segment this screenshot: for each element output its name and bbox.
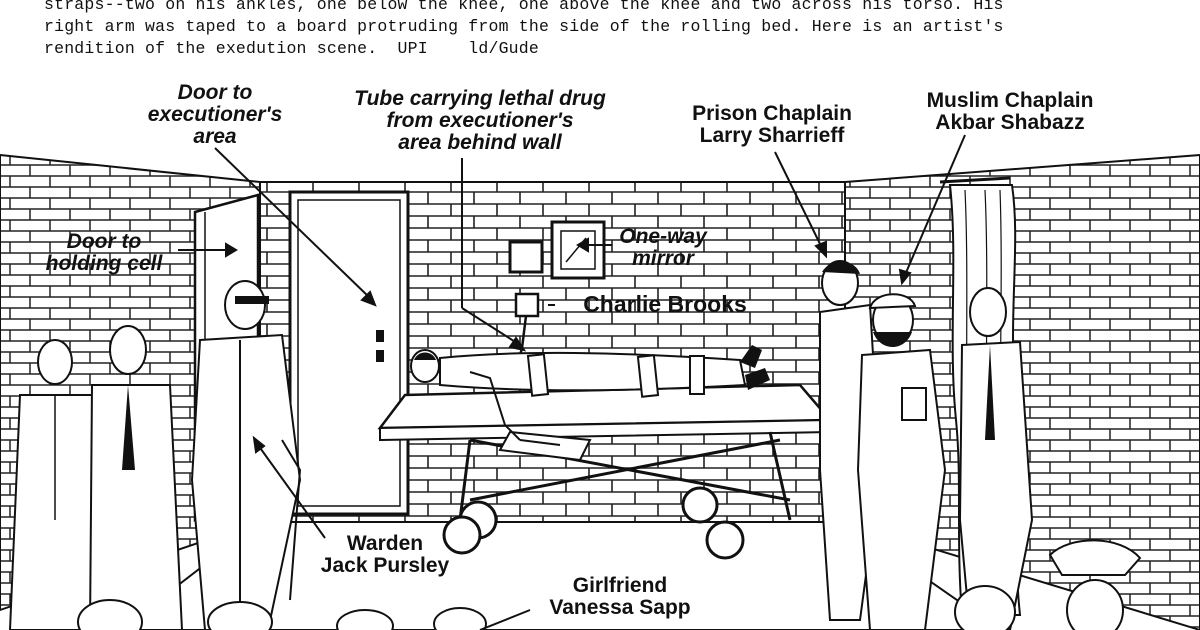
spectator-head xyxy=(207,601,273,630)
label-line: Vanessa Sapp xyxy=(549,596,691,619)
label-line: from executioner's xyxy=(386,109,574,132)
label-line: executioner's xyxy=(147,103,283,126)
officer-cap-figure xyxy=(1048,539,1142,630)
one-way-mirror xyxy=(550,220,606,280)
caption-line: rendition of the exedution scene. UPI ld… xyxy=(44,39,539,58)
label-line: Door to xyxy=(66,230,142,253)
spectator-head xyxy=(954,585,1016,630)
executioner-door xyxy=(288,190,410,516)
label-door-to-executioners-area: Door to executioner's area xyxy=(120,82,310,148)
label-line: Akbar Shabazz xyxy=(935,111,1085,134)
warden-figure xyxy=(190,280,302,630)
label-line: Door to xyxy=(177,81,253,104)
label-line: Charlie Brooks xyxy=(583,291,747,317)
label-line: area behind wall xyxy=(398,131,562,154)
label-warden: Warden Jack Pursley xyxy=(300,533,470,577)
label-line: Prison Chaplain xyxy=(692,102,852,125)
gurney-wheel xyxy=(681,486,719,524)
label-door-to-holding-cell: Door to holding cell xyxy=(24,231,184,275)
label-line: holding cell xyxy=(45,252,163,275)
label-muslim-chaplain: Muslim Chaplain Akbar Shabazz xyxy=(905,90,1115,134)
leader-lines xyxy=(178,134,966,630)
witness-figure xyxy=(88,325,184,630)
guard-figure xyxy=(958,287,1034,630)
label-line: One-way xyxy=(619,225,707,248)
witness-figure xyxy=(8,339,112,630)
label-line: Warden xyxy=(346,532,424,555)
label-line: mirror xyxy=(632,247,694,270)
label-line: area xyxy=(193,125,237,148)
caption-line: right arm was taped to a board protrudin… xyxy=(44,17,1004,36)
tube-port xyxy=(514,292,540,318)
label-charlie-brooks: Charlie Brooks xyxy=(555,291,775,317)
inmate-figure xyxy=(410,345,770,446)
caption-line: straps--two on his ankles, one below the… xyxy=(44,0,1004,14)
label-line: Larry Sharrieff xyxy=(699,124,845,147)
label-line: Tube carrying lethal drug xyxy=(354,87,606,110)
label-line: Jack Pursley xyxy=(320,554,450,577)
label-line: Muslim Chaplain xyxy=(926,89,1094,112)
label-one-way-mirror: One-way mirror xyxy=(608,226,718,270)
muslim-chaplain-figure xyxy=(856,293,947,630)
label-tube-lethal-drug: Tube carrying lethal drug from execution… xyxy=(320,88,640,154)
spectator-head xyxy=(336,609,394,630)
small-window xyxy=(508,240,544,274)
label-prison-chaplain: Prison Chaplain Larry Sharrieff xyxy=(672,103,872,147)
gurney-wheel xyxy=(442,515,482,555)
gurney-wheel xyxy=(705,520,745,560)
spectator-head xyxy=(77,599,143,630)
label-girlfriend: Girlfriend Vanessa Sapp xyxy=(520,575,720,619)
spectator-head xyxy=(433,607,487,630)
label-line: Girlfriend xyxy=(572,574,668,597)
caption-text: straps--two on his ankles, one below the… xyxy=(44,0,1194,60)
